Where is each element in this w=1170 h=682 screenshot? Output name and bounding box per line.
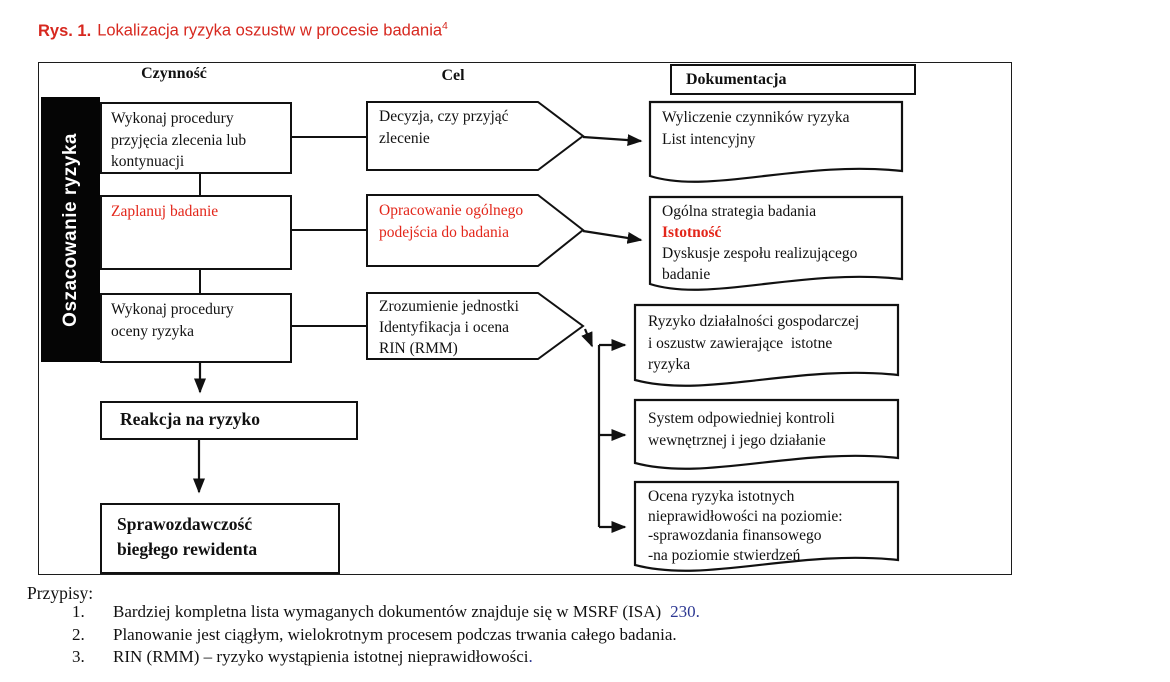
figure-caption: Lokalizacja ryzyka oszustw w procesie ba… [97, 21, 443, 40]
activity-box-plan-audit: Zaplanuj badanie [100, 195, 292, 270]
footnote-reference: 4 [442, 20, 448, 32]
document-shape-misstatement-risk [633, 480, 900, 572]
auditor-reporting-box: Sprawozdawczość biegłego rewidenta [100, 503, 340, 574]
document-shape-internal-control [633, 398, 900, 470]
document-shape-risk-factors [648, 100, 904, 183]
goal-text-overall-approach: Opracowanie ogólnego podejścia do badani… [379, 202, 524, 241]
activity-box-risk-procedures: Wykonaj procedury oceny ryzyka [100, 293, 292, 363]
figure-number-label: Rys. 1. [38, 21, 92, 40]
column-header-documentation: Dokumentacja [686, 71, 787, 88]
document-text-business-risk: Ryzyko działalności gospodarczej i oszus… [648, 313, 860, 373]
activity-box-acceptance-text: Wykonaj procedury przyjęcia zlecenia lub… [111, 110, 247, 170]
footnote-3-text: RIN (RMM) – ryzyko wystąpienia istotnej … [113, 647, 529, 666]
footnote-item-3: 3. RIN (RMM) – ryzyko wystąpienia istotne… [72, 647, 533, 667]
diagram-frame [38, 62, 1012, 575]
document-text-risk-factors: Wyliczenie czynników ryzyka List intency… [662, 109, 850, 148]
footnote-2-number: 2. [72, 625, 85, 644]
footnote-item-1: 1. Bardziej kompletna lista wymaganych do… [72, 602, 700, 622]
response-to-risk-label: Reakcja na ryzyko [120, 409, 260, 429]
document-text-strategy-line1: Ogólna strategia badania [662, 203, 817, 220]
document-text-strategy: Ogólna strategia badania Istotność Dysku… [662, 201, 900, 285]
column-header-activity: Czynność [141, 65, 207, 82]
footnote-2-text: Planowanie jest ciągłym, wielokrotnym pr… [113, 625, 677, 644]
column-header-documentation-box: Dokumentacja [670, 64, 916, 95]
document-text-internal-control: System odpowiedniej kontroli wewnętrznej… [648, 410, 835, 449]
goal-shape-row1 [366, 101, 585, 171]
arrow-goal2-doc2 [582, 229, 643, 244]
auditor-reporting-label: Sprawozdawczość biegłego rewidenta [117, 514, 258, 559]
document-text-team-discussions: Dyskusje zespołu realizującego badanie [662, 245, 858, 283]
arrow-goal3-junction [581, 328, 594, 348]
footnote-1-number: 1. [72, 602, 85, 621]
phase-bar-label: Oszacowanie ryzyka [59, 132, 81, 327]
footnote-item-2: 2. Planowanie jest ciągłym, wielokrotnym … [72, 625, 677, 645]
goal-shape-row2 [366, 194, 585, 267]
activity-box-plan-audit-text: Zaplanuj badanie [111, 203, 219, 220]
footnote-3-number: 3. [72, 647, 85, 666]
document-text-materiality: Istotność [662, 224, 722, 241]
document-shape-strategy [648, 195, 904, 291]
footnote-3-period: . [528, 647, 533, 666]
phase-bar-risk-assessment: Oszacowanie ryzyka [41, 97, 100, 362]
document-shape-business-risk [633, 303, 900, 387]
activity-box-acceptance: Wykonaj procedury przyjęcia zlecenia lub… [100, 102, 292, 174]
goal-text-decision: Decyzja, czy przyjąć zlecenie [379, 108, 509, 147]
column-header-goal: Cel [441, 67, 465, 84]
goal-text-understanding: Zrozumienie jednostki Identyfikacja i oc… [379, 298, 519, 357]
footnotes-heading: Przypisy: [27, 583, 94, 603]
response-to-risk-box: Reakcja na ryzyko [100, 401, 358, 440]
footnote-1-text: Bardziej kompletna lista wymaganych doku… [113, 602, 662, 621]
activity-box-risk-procedures-text: Wykonaj procedury oceny ryzyka [111, 301, 234, 340]
document-text-misstatement-risk: Ocena ryzyka istotnych nieprawidłowości … [648, 488, 843, 564]
arrow-goal1-doc1 [582, 134, 643, 147]
figure-title: Rys. 1. Lokalizacja ryzyka oszustw w proc… [38, 20, 938, 41]
goal-shape-row3 [366, 292, 585, 360]
footnote-1-link: 230. [670, 602, 700, 621]
